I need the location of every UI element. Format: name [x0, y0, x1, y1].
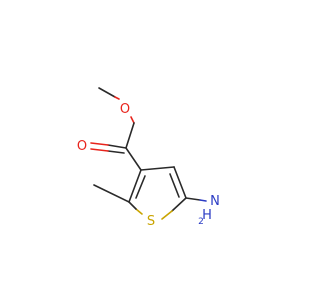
bond-c4-c5: [173, 166, 187, 199]
carbonyl-oxygen-label: O: [77, 139, 87, 154]
bond-carbonyl-double-b-red: [90, 148, 109, 152]
structure-drawing: O O S N H 2: [77, 87, 220, 229]
ester-oxygen-label: O: [120, 102, 130, 117]
molecule-canvas: O O S N H 2: [76, 87, 220, 229]
amino-nitrogen-label: N: [210, 194, 220, 209]
amino-hydrogen-count: 2: [198, 217, 204, 227]
sulfur-label: S: [147, 214, 155, 229]
bond-c5-s: [171, 197, 187, 212]
bond-s-c2-yellow: [135, 208, 143, 215]
bond-methyl-ester-o: [98, 87, 116, 98]
bond-c3-c4: [140, 166, 175, 171]
bond-carbonyl-double-a-red: [90, 142, 109, 146]
bond-c2-c3: [128, 169, 142, 203]
bond-ester-o-carbonyl-red: [130, 116, 135, 124]
bond-c5-s-yellow: [161, 210, 173, 220]
bond-ester-o-carbonyl: [125, 122, 135, 149]
bond-carbonyl-double-b: [107, 150, 125, 154]
bond-s-c2: [128, 201, 137, 210]
bond-ring-amino-blue: [199, 199, 207, 202]
bond-methyl-ester-o-red: [114, 96, 120, 100]
amino-hydrogen-label: H: [202, 208, 212, 223]
bond-ring-amino: [185, 197, 201, 201]
bond-c2-c3-inner: [135, 175, 146, 199]
bond-ring-methyl: [93, 184, 130, 203]
bond-carbonyl-ring: [125, 147, 142, 171]
bond-carbonyl-double-a: [107, 144, 127, 149]
bond-c4-c5-inner: [169, 173, 180, 198]
